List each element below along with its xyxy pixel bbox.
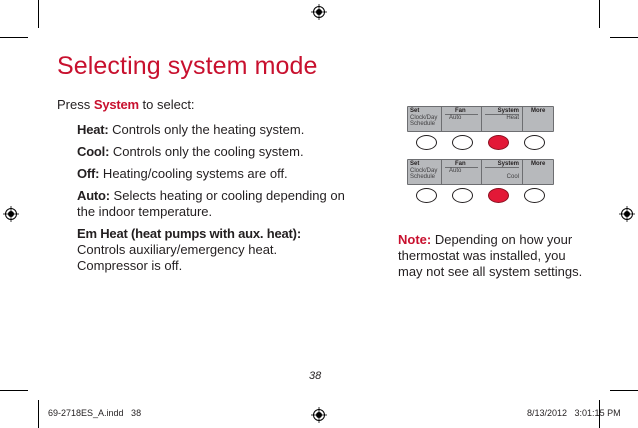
crop-mark: [610, 390, 638, 391]
thermostat-button-4[interactable]: [524, 188, 545, 203]
intro-text: Press System to select:: [57, 97, 195, 112]
intro-prefix: Press: [57, 97, 94, 112]
set-line-2: Schedule: [410, 121, 436, 127]
thermostat-button-1[interactable]: [416, 188, 437, 203]
page-title: Selecting system mode: [57, 52, 318, 80]
thermostat-button-2[interactable]: [452, 135, 473, 150]
note-text: Note: Depending on how your thermostat w…: [398, 232, 588, 280]
mode-term: Em Heat (heat pumps with aux. heat):: [77, 226, 301, 241]
system-value: Cool: [506, 174, 519, 180]
mode-term: Auto:: [77, 188, 110, 203]
fan-label: Fan: [455, 108, 466, 114]
mode-desc: Controls auxiliary/emergency heat. Compr…: [77, 242, 278, 273]
mode-term: Heat:: [77, 122, 109, 137]
crop-mark: [610, 37, 638, 38]
set-line-1: Clock/Day: [410, 115, 438, 121]
intro-suffix: to select:: [138, 97, 195, 112]
mode-item-em-heat: Em Heat (heat pumps with aux. heat):Cont…: [77, 226, 317, 274]
system-keyword: System: [93, 97, 139, 112]
mode-term: Cool:: [77, 144, 110, 159]
set-line-2: Schedule: [410, 174, 436, 180]
thermostat-button-1[interactable]: [416, 135, 437, 150]
mode-item-heat: Heat: Controls only the heating system.: [77, 122, 347, 138]
thermostat-display: Set Clock/Day Schedule Fan Auto System H…: [407, 106, 554, 132]
mode-item-cool: Cool: Controls only the cooling system.: [77, 144, 347, 160]
system-button[interactable]: [488, 135, 509, 150]
thermostat-button-4[interactable]: [524, 135, 545, 150]
crop-mark: [599, 0, 600, 28]
display-seg-fan: Fan Auto: [442, 160, 482, 184]
set-line-1: Clock/Day: [410, 168, 438, 174]
crop-mark: [599, 400, 600, 428]
mode-desc: Selects heating or cooling depending on …: [77, 188, 345, 219]
footer-timestamp: 8/13/2012 3:01:15 PM: [527, 408, 621, 418]
fan-value: Auto: [449, 168, 462, 174]
mode-item-off: Off: Heating/cooling systems are off.: [77, 166, 347, 182]
mode-desc: Controls only the cooling system.: [109, 144, 304, 159]
system-value: Heat: [506, 115, 519, 121]
system-button[interactable]: [488, 188, 509, 203]
display-seg-fan: Fan Auto: [442, 107, 482, 131]
registration-mark-icon: [3, 206, 19, 222]
fan-value: Auto: [449, 115, 462, 121]
footer-file: 69-2718ES_A.indd 38: [48, 408, 142, 418]
note-body: Depending on how your thermostat was ins…: [398, 232, 583, 279]
set-label: Set: [410, 161, 420, 167]
thermostat-display: Set Clock/Day Schedule Fan Auto System C…: [407, 159, 554, 185]
mode-desc: Heating/cooling systems are off.: [99, 166, 288, 181]
display-seg-set: Set Clock/Day Schedule: [408, 107, 442, 131]
crop-mark: [0, 390, 28, 391]
crop-mark: [38, 0, 39, 28]
display-seg-system: System Heat: [482, 107, 523, 131]
note-label: Note:: [398, 232, 432, 247]
mode-term: Off:: [77, 166, 100, 181]
registration-mark-icon: [619, 206, 635, 222]
system-label: System: [497, 161, 519, 167]
mode-desc: Controls only the heating system.: [108, 122, 305, 137]
system-label: System: [497, 108, 519, 114]
registration-mark-icon: [311, 407, 327, 423]
display-seg-more: More: [523, 107, 553, 131]
registration-mark-icon: [311, 4, 327, 20]
display-seg-set: Set Clock/Day Schedule: [408, 160, 442, 184]
thermostat-button-2[interactable]: [452, 188, 473, 203]
more-label: More: [531, 108, 546, 114]
more-label: More: [531, 161, 546, 167]
fan-label: Fan: [455, 161, 466, 167]
display-seg-system: System Cool: [482, 160, 523, 184]
mode-item-auto: Auto: Selects heating or cooling dependi…: [77, 188, 347, 220]
page-number: 38: [309, 370, 322, 382]
crop-mark: [38, 400, 39, 428]
crop-mark: [0, 37, 28, 38]
set-label: Set: [410, 108, 420, 114]
display-seg-more: More: [523, 160, 553, 184]
